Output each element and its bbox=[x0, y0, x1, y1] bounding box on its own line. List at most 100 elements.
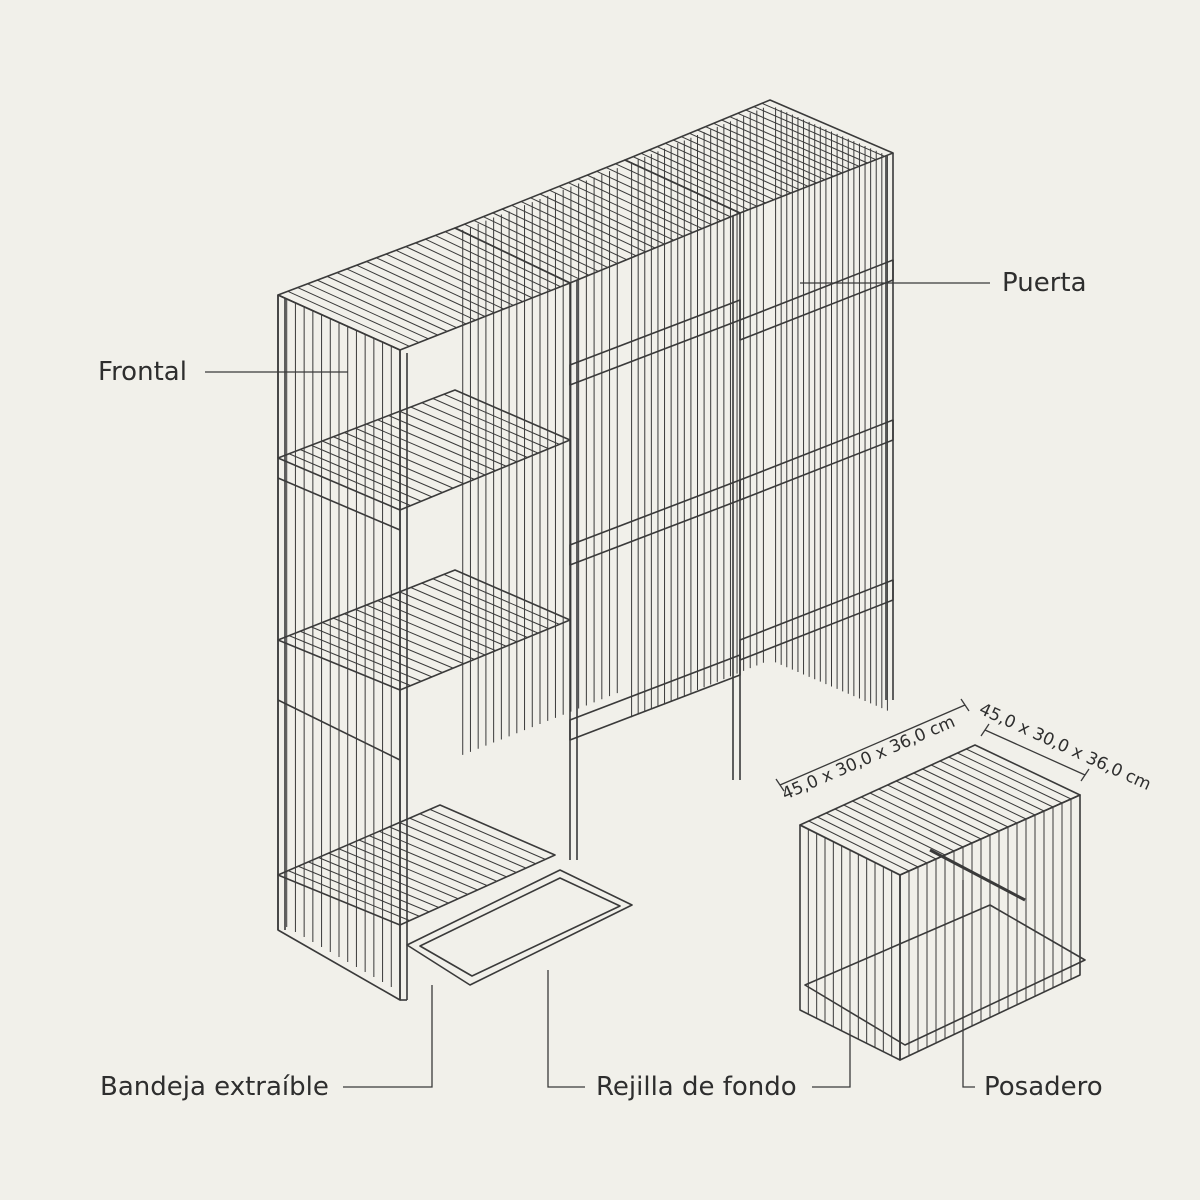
bar-shelf-grid bbox=[429, 808, 546, 860]
single-bar-top bbox=[957, 752, 1063, 804]
bar-roof bbox=[596, 170, 712, 226]
shelf-right-1 bbox=[739, 259, 894, 341]
bar-shelf-grid bbox=[322, 622, 443, 673]
bar-roof bbox=[473, 219, 590, 276]
single-cage-side bbox=[899, 794, 1081, 1061]
pullout-tray-inner bbox=[419, 877, 621, 977]
bar-roof bbox=[673, 139, 792, 194]
bar-shelf-grid bbox=[389, 826, 507, 878]
bar-roof bbox=[483, 216, 599, 272]
single-bar-top bbox=[834, 808, 937, 860]
bar-roof bbox=[689, 132, 809, 187]
bar-shelf-grid bbox=[348, 843, 469, 895]
bar-shelf-grid bbox=[288, 635, 411, 687]
bar-roof bbox=[729, 116, 851, 171]
dimension-tick-width-b bbox=[960, 698, 970, 712]
bar-roof bbox=[395, 249, 514, 306]
bar-shelf-grid bbox=[443, 573, 560, 625]
bar-shelf-grid bbox=[419, 813, 536, 865]
leader-rejilla-single bbox=[812, 1030, 851, 1088]
cage-bars bbox=[286, 102, 888, 987]
bar-roof bbox=[405, 246, 523, 303]
bar-shelf-grid bbox=[432, 398, 549, 450]
bar-shelf-grid bbox=[299, 630, 422, 682]
bar-shelf-grid bbox=[399, 591, 518, 643]
bar-shelf-grid bbox=[299, 449, 422, 502]
bar-roof bbox=[444, 231, 561, 288]
dimension-line-width bbox=[779, 704, 966, 786]
label-frontal: Frontal bbox=[98, 357, 187, 387]
bar-shelf-grid bbox=[338, 848, 459, 900]
bar-roof bbox=[681, 136, 800, 191]
bar-roof bbox=[297, 287, 420, 344]
bar-roof bbox=[425, 238, 542, 295]
single-bar-top bbox=[948, 756, 1054, 808]
single-bar-top bbox=[817, 816, 919, 868]
bar-roof bbox=[336, 272, 457, 329]
bar-shelf-grid bbox=[432, 578, 549, 630]
bar-roof bbox=[605, 167, 722, 222]
single-bar-top bbox=[878, 788, 982, 840]
single-cage-bars bbox=[807, 748, 1072, 1056]
bar-roof bbox=[492, 212, 608, 268]
bar-roof bbox=[615, 163, 731, 218]
bar-shelf-grid bbox=[308, 861, 430, 913]
single-cage bbox=[799, 744, 1086, 1061]
cage-cabinet bbox=[277, 99, 894, 1001]
single-bar-top bbox=[922, 768, 1027, 820]
bar-roof bbox=[376, 257, 495, 314]
leader-rejilla bbox=[547, 970, 585, 1088]
single-bar-top bbox=[869, 792, 973, 844]
single-bar-top bbox=[904, 776, 1009, 828]
shelf-left-1 bbox=[277, 389, 571, 511]
leader-lines bbox=[205, 282, 1090, 1088]
bar-shelf-grid bbox=[298, 865, 420, 917]
label-rejilla: Rejilla de fondo bbox=[596, 1072, 797, 1102]
bar-shelf-grid bbox=[287, 870, 410, 922]
bar-shelf-grid bbox=[366, 604, 486, 656]
bar-roof bbox=[511, 204, 627, 261]
bar-roof bbox=[385, 253, 505, 310]
shelf-left-2 bbox=[277, 569, 571, 691]
bar-shelf-grid bbox=[379, 830, 498, 882]
bar-shelf-grid bbox=[355, 608, 475, 660]
bar-shelf-grid bbox=[318, 857, 439, 908]
bar-shelf-grid bbox=[421, 402, 539, 454]
bar-roof bbox=[415, 242, 533, 299]
bar-roof bbox=[530, 197, 646, 253]
bar-roof bbox=[721, 119, 843, 174]
bar-shelf-grid bbox=[409, 817, 527, 869]
bar-shelf-grid bbox=[399, 822, 517, 873]
bar-roof bbox=[366, 261, 486, 317]
bar-roof bbox=[346, 268, 467, 325]
bar-shelf-grid bbox=[377, 600, 496, 652]
single-cage-tray bbox=[804, 904, 1086, 1046]
bar-roof bbox=[326, 275, 448, 332]
bar-shelf-grid bbox=[410, 406, 528, 458]
bar-shelf-grid bbox=[310, 626, 433, 678]
bar-shelf-grid bbox=[377, 419, 496, 472]
single-bar-top bbox=[808, 820, 910, 872]
dimension-label-width: 45,0 x 30,0 x 36,0 cm bbox=[779, 712, 958, 805]
single-bar-top bbox=[861, 796, 964, 848]
bar-roof bbox=[539, 193, 656, 249]
bar-roof bbox=[356, 264, 476, 321]
label-puerta: Puerta bbox=[1002, 268, 1087, 298]
bar-shelf-grid bbox=[344, 432, 464, 485]
shelf-right-2 bbox=[739, 419, 894, 501]
bar-shelf-grid bbox=[355, 427, 475, 480]
bar-roof bbox=[577, 178, 693, 233]
bar-shelf-grid bbox=[322, 440, 443, 493]
single-bar-top bbox=[826, 812, 928, 864]
single-bar-top bbox=[843, 804, 946, 856]
bar-roof bbox=[558, 185, 675, 241]
single-bar-top bbox=[939, 760, 1045, 812]
single-bar-top bbox=[966, 748, 1072, 800]
bar-shelf-grid bbox=[410, 587, 528, 638]
single-bar-top bbox=[896, 780, 1000, 832]
bar-shelf-grid bbox=[358, 839, 478, 891]
bar-roof bbox=[713, 122, 834, 177]
label-posadero: Posadero bbox=[984, 1072, 1103, 1102]
